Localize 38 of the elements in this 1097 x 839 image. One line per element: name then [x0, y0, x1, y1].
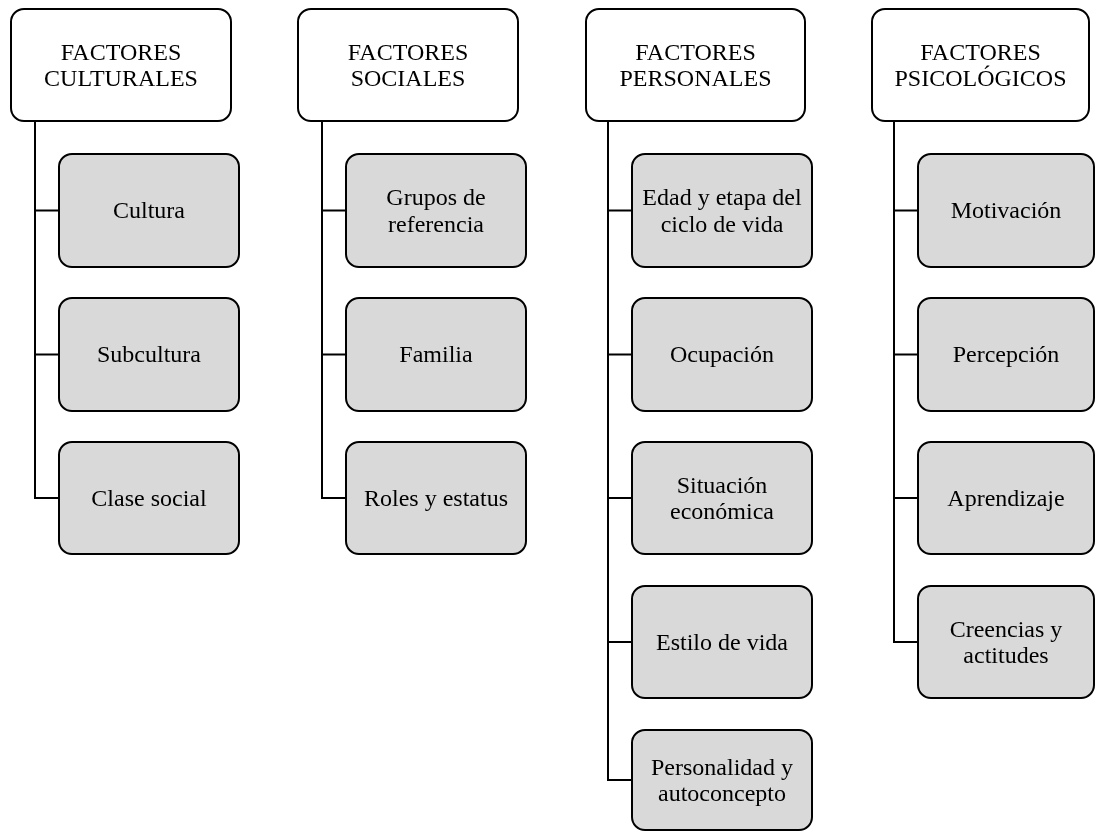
factor-box — [58, 153, 240, 268]
category-label: FACTORES CULTURALES — [43, 38, 199, 92]
factor-label: Familia — [399, 341, 473, 368]
factor-box — [631, 153, 813, 268]
category-box — [585, 8, 806, 122]
category-label: FACTORES SOCIALES — [346, 38, 470, 92]
factor-box — [631, 441, 813, 555]
factor-label: Estilo de vida — [656, 628, 788, 656]
factor-box — [345, 297, 527, 412]
factor-label: Percepción — [952, 341, 1060, 368]
factor-label: Edad y etapa del ciclo de vida — [641, 184, 803, 237]
factor-box — [631, 585, 813, 699]
factor-label: Creencias y actitudes — [948, 615, 1064, 669]
factor-box — [631, 297, 813, 412]
category-box — [297, 8, 519, 122]
factor-box — [917, 441, 1095, 555]
factor-box — [345, 153, 527, 268]
factor-label: Aprendizaje — [947, 484, 1065, 512]
category-label: FACTORES PSICOLÓGICOS — [893, 38, 1068, 92]
category-box — [871, 8, 1090, 122]
factor-label: Situación económica — [669, 471, 775, 525]
factor-label: Personalidad y autoconcepto — [650, 753, 794, 807]
factor-label: Roles y estatus — [364, 484, 508, 512]
factor-label: Subcultura — [97, 341, 201, 368]
category-box — [10, 8, 232, 122]
factor-box — [917, 153, 1095, 268]
factor-box — [345, 441, 527, 555]
factor-box — [58, 441, 240, 555]
factor-box — [917, 585, 1095, 699]
factor-label: Ocupación — [670, 341, 774, 368]
category-label: FACTORES PERSONALES — [618, 38, 773, 92]
factor-label: Cultura — [113, 197, 185, 224]
factor-label: Clase social — [91, 484, 207, 512]
factor-label: Grupos de referencia — [385, 184, 487, 237]
factor-box — [917, 297, 1095, 412]
factor-box — [58, 297, 240, 412]
factor-label: Motivación — [950, 197, 1062, 224]
factor-box — [631, 729, 813, 831]
